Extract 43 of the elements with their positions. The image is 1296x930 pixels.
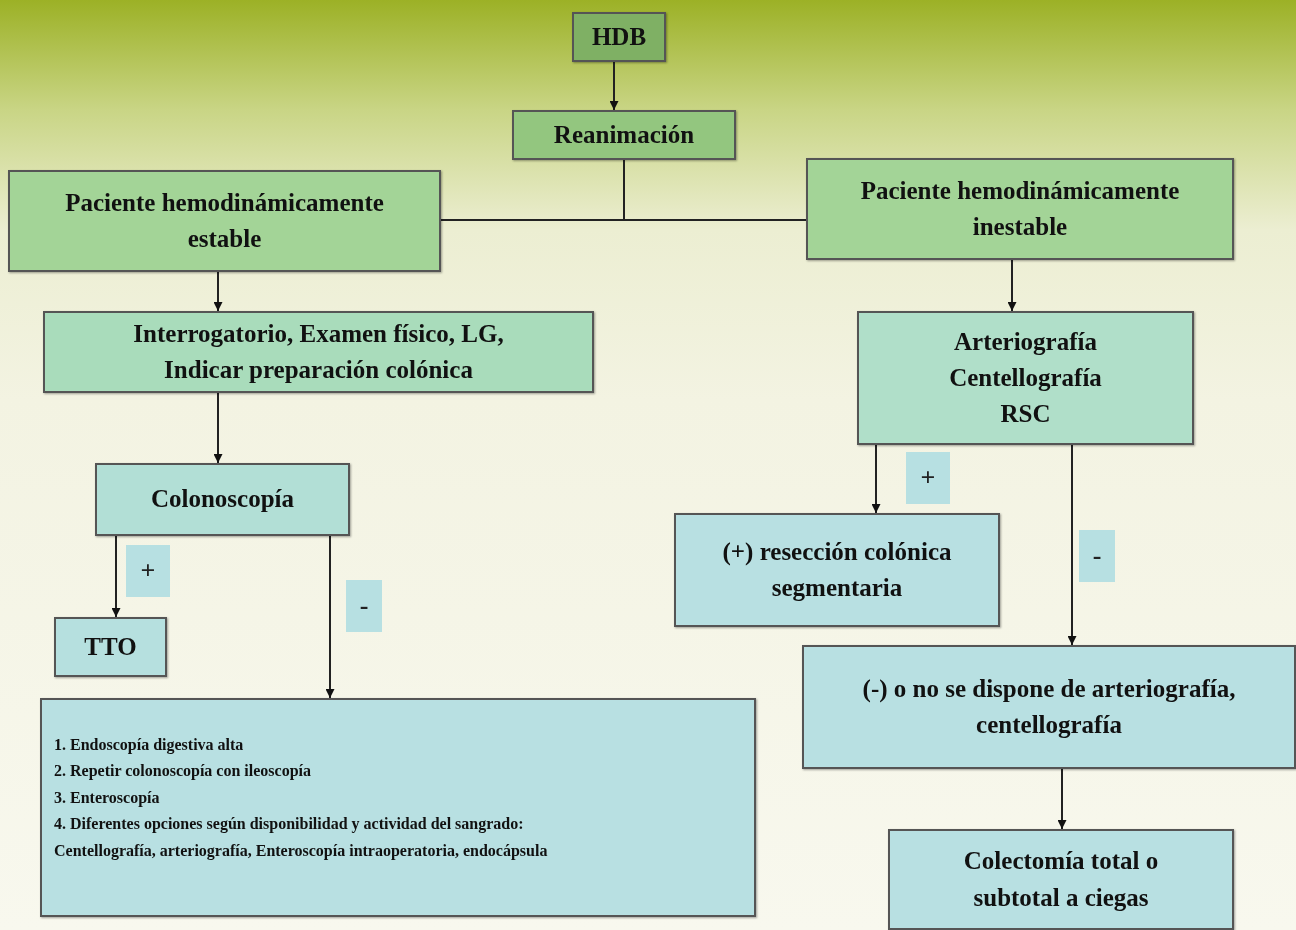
connector-line xyxy=(609,61,619,111)
process-box xyxy=(572,12,666,62)
process-box xyxy=(888,829,1234,930)
process-box xyxy=(674,513,1000,627)
connector-line xyxy=(1067,444,1077,646)
edge-label: + xyxy=(906,452,950,504)
process-box xyxy=(857,311,1194,445)
process-box xyxy=(806,158,1234,260)
node-label: Colectomía total o subtotal a ciegas xyxy=(962,846,1160,913)
connector-line xyxy=(213,392,223,464)
process-box xyxy=(43,311,594,393)
node-label: Paciente hemodinámicamente estable xyxy=(64,187,385,254)
connector-line xyxy=(213,271,223,312)
list-item: 4. Diferentes opciones según disponibilidad y actividad del sangrado: Centellografía, arteriografía, Enteroscopía intraoperatoria, endocápsula xyxy=(54,814,549,862)
node-label: RSC xyxy=(1000,399,1051,430)
process-box xyxy=(8,170,441,272)
node-label: (-) o no se dispone de arteriografía, centellografía xyxy=(861,673,1237,740)
node-label: Centellografía xyxy=(949,362,1102,393)
connector-line xyxy=(871,444,881,514)
process-box xyxy=(512,110,736,160)
edge-label: - xyxy=(346,580,382,632)
list-item: 2. Repetir colonoscopía con ileoscopía xyxy=(54,761,312,782)
connector-line xyxy=(325,535,335,699)
node-label: HDB xyxy=(591,21,647,52)
process-box xyxy=(802,645,1296,769)
edge-label: - xyxy=(1079,530,1115,582)
node-label: Paciente hemodinámicamente inestable xyxy=(859,175,1181,242)
node-label: Colonoscopía xyxy=(150,484,295,515)
edge-label: + xyxy=(126,545,170,597)
process-box xyxy=(95,463,350,536)
list-item: 1. Endoscopía digestiva alta xyxy=(54,735,244,756)
node-label: Reanimación xyxy=(553,119,695,150)
list-item: 3. Enteroscopía xyxy=(54,787,160,809)
node-label: (+) resección colónica segmentaria xyxy=(721,536,953,603)
node-label: Arteriografía xyxy=(954,326,1097,357)
process-box xyxy=(40,698,756,917)
process-box xyxy=(54,617,167,677)
connector-line xyxy=(1007,259,1017,312)
connector-line xyxy=(623,159,807,221)
connector-line xyxy=(111,535,121,618)
node-label: TTO xyxy=(84,631,137,662)
connector-line xyxy=(1057,768,1067,830)
node-label: Interrogatorio, Examen físico, LG, Indicar preparación colónica xyxy=(132,318,505,385)
